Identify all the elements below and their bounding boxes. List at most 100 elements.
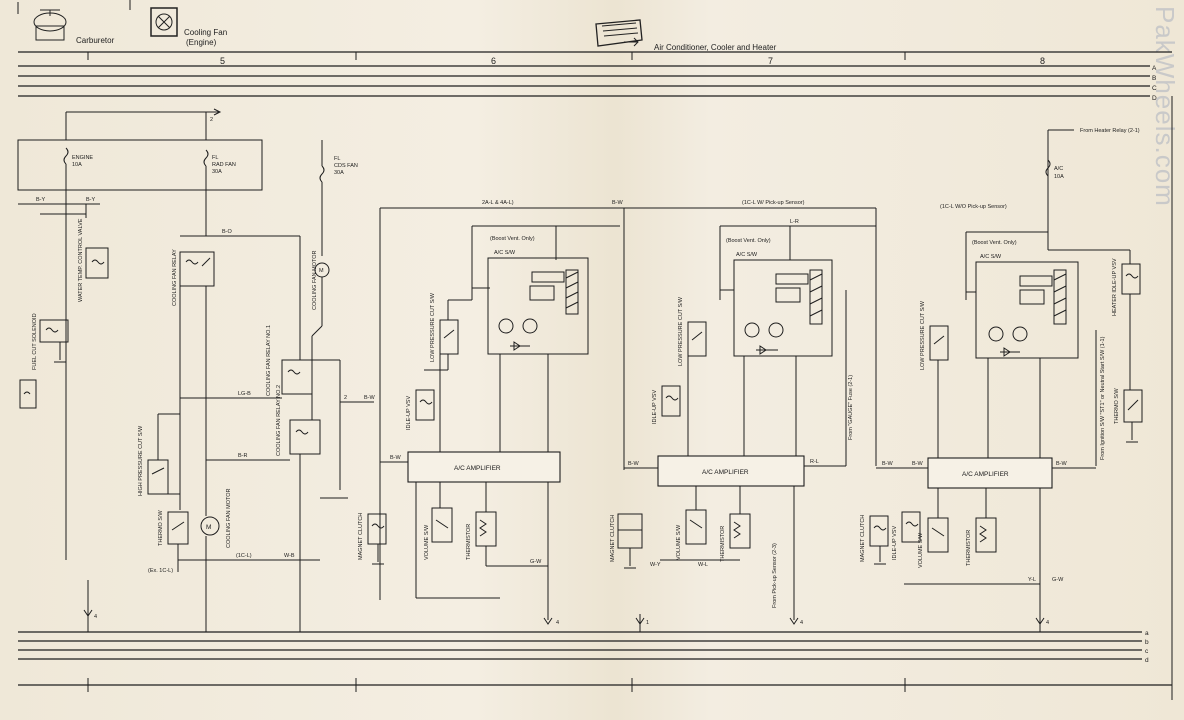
low-pressure-switch-7	[687, 321, 707, 357]
ac-amplifier-8	[927, 457, 1053, 489]
svg-text:Y-L: Y-L	[1028, 577, 1036, 583]
svg-text:G-W: G-W	[530, 559, 542, 565]
volume-sw-label-8: VOLUME S/W	[918, 532, 924, 568]
low-pressure-switch-6	[439, 319, 459, 355]
engine-fuse-label: ENGINE	[72, 155, 93, 161]
cooling-fan-sublabel: (Engine)	[186, 38, 217, 47]
ac-fuse-rating: 10A	[1054, 174, 1064, 180]
cooling-fan-motor-top-label: COOLING FAN MOTOR	[312, 250, 318, 310]
ac-switch-box-7	[733, 259, 833, 357]
cooling-fan-motor-label: COOLING FAN MOTOR	[226, 488, 232, 548]
idle-up-vsv-label-6: IDLE-UP VSV	[406, 396, 412, 430]
magnet-clutch-7	[617, 513, 643, 549]
ac-switch-box-8	[975, 261, 1079, 359]
ac-fuse-label: A/C	[1054, 166, 1063, 172]
air-conditioner-icon	[594, 18, 644, 48]
svg-text:B-W: B-W	[882, 461, 894, 467]
bus-letter-b: b	[1145, 639, 1149, 646]
rad-fan-fuse-label: FL	[212, 155, 218, 161]
low-pressure-sw-label-7: LOW PRESSURE CUT S/W	[678, 296, 684, 366]
magnet-clutch-6	[367, 513, 387, 545]
magnet-clutch-8	[869, 515, 889, 547]
svg-text:1: 1	[646, 620, 649, 626]
svg-text:W-B: W-B	[284, 553, 295, 559]
svg-text:4: 4	[1046, 620, 1049, 626]
svg-text:B-W: B-W	[364, 395, 376, 401]
heater-idle-up-vsv	[1121, 263, 1141, 295]
from-gauge-fuse: From "GAUGE" Fuse (2-1)	[848, 375, 854, 440]
svg-text:4: 4	[800, 620, 803, 626]
bus-letter-d: d	[1145, 657, 1149, 664]
ac-sw-label-7: A/C S/W	[736, 252, 758, 258]
carburetor-icon	[30, 6, 70, 46]
ac-amplifier-label-8: A/C AMPLIFIER	[962, 471, 1009, 478]
svg-text:B-W: B-W	[612, 200, 624, 206]
svg-text:B-W: B-W	[390, 455, 402, 461]
section-8-ac: From Heater Relay (2-1) A/C 10A (1C-L W/…	[860, 128, 1143, 632]
bus-letter-B: B	[1152, 75, 1156, 82]
volume-switch-7	[685, 509, 707, 545]
cds-fan-fuse-label: FL	[334, 156, 340, 162]
heater-idle-up-vsv-label: HEATER IDLE-UP VSV	[1112, 258, 1118, 316]
relay-no1-label: COOLING FAN RELAY NO.1	[266, 325, 272, 396]
from-ignition-sw: From Ignition S/W "ST1" or Neutral Start…	[1100, 336, 1106, 460]
thermo-switch-8	[1123, 389, 1143, 423]
high-pressure-sw-label: HIGH PRESSURE CUT S/W	[138, 425, 144, 496]
magnet-clutch-label-8: MAGNET CLUTCH	[860, 515, 866, 562]
cooling-fan-relay-no1	[281, 359, 313, 395]
svg-text:4: 4	[556, 620, 559, 626]
svg-text:M: M	[319, 268, 324, 274]
sec8-boost-vent: (Boost Vent. Only)	[972, 240, 1017, 246]
ground-connections: 4 4 1 4 4	[83, 609, 1049, 626]
idle-up-vsv-8	[901, 511, 921, 543]
cooling-fan-relay-label: COOLING FAN RELAY	[172, 249, 178, 306]
svg-text:4: 4	[94, 614, 97, 620]
bus-letter-c: c	[1145, 648, 1149, 655]
sec6-title: 2A-L & 4A-L)	[482, 200, 514, 206]
cooling-fan-icon	[150, 7, 178, 37]
svg-text:B-Y: B-Y	[86, 197, 96, 203]
thermistor-label-8: THERMISTOR	[966, 530, 972, 566]
header-frame	[17, 0, 1172, 60]
engine-fuse-rating: 10A	[72, 162, 82, 168]
svg-text:R-L: R-L	[810, 459, 819, 465]
carburetor-label: Carburetor	[76, 36, 115, 45]
section-5-cooling-fan: 2 ENGINE 10A FL RAD FAN 30A FL CDS FAN 3…	[17, 108, 376, 632]
idle-up-vsv-7	[661, 385, 681, 417]
bus-letter-a: a	[1145, 630, 1149, 637]
thermo-sw-right-label: THERMO S/W	[1114, 387, 1120, 424]
ac-amplifier-label-6: A/C AMPLIFIER	[454, 465, 501, 472]
svg-text:(1C-L): (1C-L)	[236, 553, 252, 559]
magnet-clutch-label-6: MAGNET CLUTCH	[358, 513, 364, 560]
svg-text:LG-B: LG-B	[238, 391, 251, 397]
bus-letter-A: A	[1152, 65, 1157, 72]
cooling-fan-relay-no2	[289, 419, 321, 455]
volume-sw-label-7: VOLUME S/W	[676, 524, 682, 560]
high-pressure-switch	[147, 459, 169, 495]
svg-text:W-L: W-L	[698, 562, 708, 568]
svg-text:B-W: B-W	[1056, 461, 1068, 467]
sec7-title: (1C-L W/ Pick-up Sensor)	[742, 200, 805, 206]
rad-fan-fuse-name: RAD FAN	[212, 162, 236, 168]
magnet-clutch-label-7: MAGNET CLUTCH	[610, 515, 616, 562]
column-number-7: 7	[768, 56, 774, 66]
thermo-switch	[167, 511, 189, 545]
sec8-title: (1C-L W/O Pick-up Sensor)	[940, 204, 1007, 210]
air-conditioner-label: Air Conditioner, Cooler and Heater	[654, 43, 777, 52]
svg-text:W-Y: W-Y	[650, 562, 661, 568]
from-pickup-sensor: From Pick-up Sensor (2-3)	[772, 543, 778, 608]
svg-text:L-R: L-R	[790, 219, 799, 225]
ac-amplifier-7	[657, 455, 805, 487]
relay-no2-label: COOLING FAN RELAY NO.2	[276, 385, 282, 456]
low-pressure-sw-label-8: LOW PRESSURE CUT S/W	[920, 300, 926, 370]
idle-up-vsv-label-8: IDLE-UP VSV	[892, 526, 898, 560]
idle-up-vsv-6	[415, 389, 435, 421]
bus-letter-C: C	[1152, 85, 1157, 92]
ac-switch-box-6	[487, 257, 589, 355]
thermistor-label-7: THERMISTOR	[720, 526, 726, 562]
svg-text:B-Y: B-Y	[36, 197, 46, 203]
ex-1cl-label: (Ex. 1C-L)	[148, 568, 173, 574]
bus-letter-D: D	[1152, 95, 1157, 102]
